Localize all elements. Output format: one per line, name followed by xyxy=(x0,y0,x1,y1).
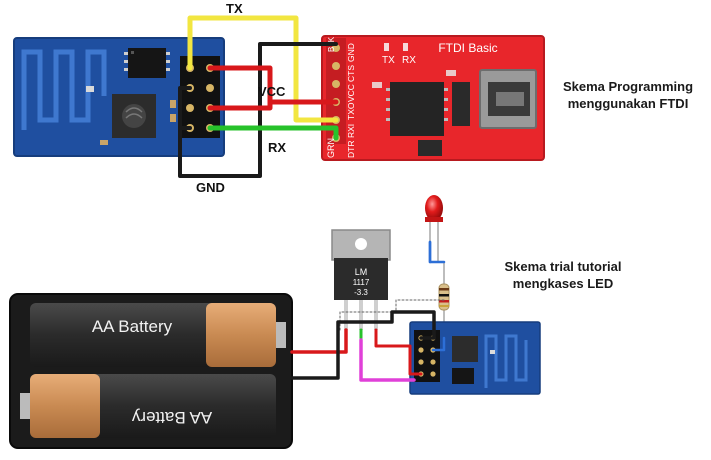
caption-programming-line1: Skema Programming xyxy=(562,79,694,94)
label-tx: TX xyxy=(226,1,243,16)
wire-vcc-red xyxy=(207,65,339,105)
ftdi-pin-label-dtr: DTR xyxy=(346,141,356,158)
caption-trial: Skema trial tutorial mengkases LED xyxy=(488,258,638,292)
lm1117-regulator: LM 1117 -3.3 xyxy=(331,229,391,330)
ftdi-tx-led-label: TX xyxy=(382,55,395,66)
ftdi-title: FTDI Basic xyxy=(438,41,497,55)
regulator-line3: -3.3 xyxy=(354,288,368,297)
caption-programming-line2: menggunakan FTDI xyxy=(567,96,689,111)
ftdi-pin-label-rxi: RXI xyxy=(346,124,356,138)
antenna-trace xyxy=(21,49,107,130)
caption-programming: Skema Programming menggunakan FTDI xyxy=(548,78,708,112)
caption-trial-line2: mengkases LED xyxy=(512,276,614,291)
battery-bottom-label: AA Battery xyxy=(131,408,212,427)
regulator-line1: LM xyxy=(355,267,368,277)
wire-magenta xyxy=(359,338,416,382)
ftdi-pin-label-txo: TXO xyxy=(346,102,356,120)
label-gnd: GND xyxy=(196,180,225,195)
wire-tx-yellow xyxy=(187,15,339,123)
wire-battery-negative xyxy=(290,310,436,380)
label-vcc: VCC xyxy=(258,84,286,99)
label-rx: RX xyxy=(268,140,286,155)
wire-battery-positive xyxy=(290,328,348,354)
trial-wires xyxy=(290,240,447,382)
wire-gnd-black xyxy=(178,42,338,178)
ftdi-chip xyxy=(390,82,444,136)
battery-pack: AA Battery AA Battery xyxy=(9,293,293,449)
flash-chip xyxy=(128,48,166,78)
ftdi-pin-label-vcc: VCC xyxy=(346,84,356,102)
wire-rx-green xyxy=(207,125,339,141)
esp01-module-bottom xyxy=(409,321,541,395)
red-led xyxy=(425,195,443,262)
programming-wires xyxy=(178,15,339,178)
ftdi-pin-label-cts: CTS xyxy=(346,65,356,82)
regulator-line2: 1117 xyxy=(353,278,370,287)
ftdi-board: FTDI Basic TX RX GRN DTR RXI TXO VCC CTS… xyxy=(321,35,545,161)
ftdi-grn-label: GRN xyxy=(326,138,336,158)
battery-top-label: AA Battery xyxy=(92,317,173,336)
ftdi-pin-label-gnd: GND xyxy=(346,43,356,62)
caption-trial-line1: Skema trial tutorial xyxy=(504,259,622,274)
ftdi-rx-led-label: RX xyxy=(402,55,416,66)
